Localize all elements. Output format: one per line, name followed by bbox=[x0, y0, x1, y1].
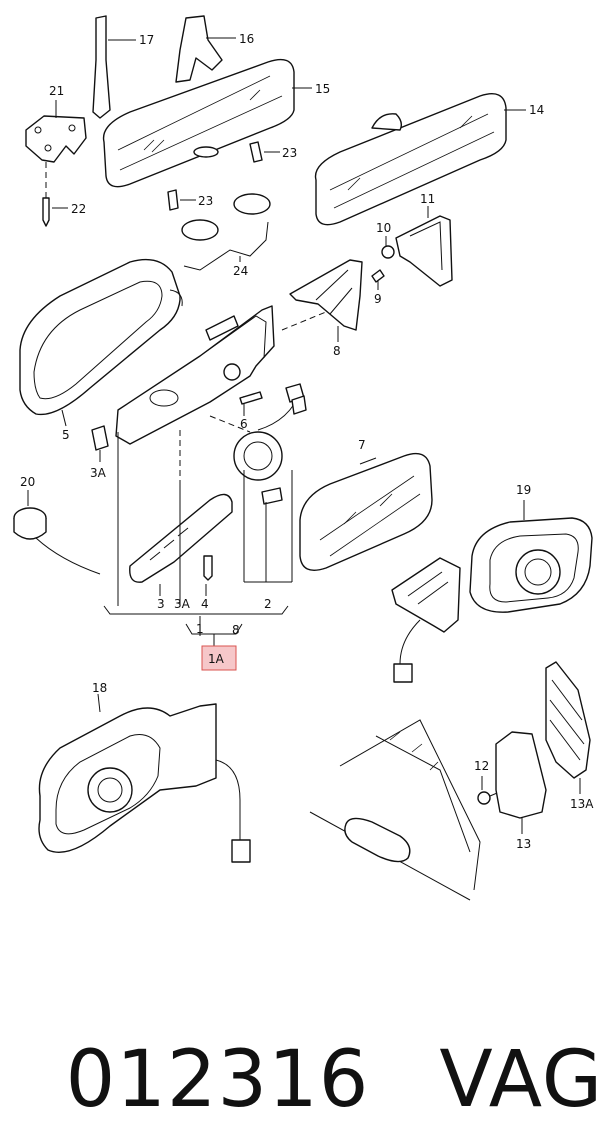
part-3-cover-cap bbox=[129, 493, 233, 583]
part-8-bracket bbox=[289, 259, 363, 342]
callout-18: 18 bbox=[92, 681, 107, 695]
callout-8-upper: 8 bbox=[333, 344, 341, 358]
part-16-cover bbox=[175, 15, 236, 83]
part-24-caps bbox=[181, 193, 271, 271]
part-6-screw bbox=[239, 391, 263, 405]
part-23-bulb-b bbox=[167, 189, 196, 211]
brand-name: VAG bbox=[439, 1035, 600, 1125]
mirror-base-frame bbox=[115, 297, 361, 480]
part-20-motor bbox=[13, 490, 101, 575]
exploded-parts-diagram: 17 16 15 14 21 23 23 22 11 10 24 9 8 6 5… bbox=[13, 15, 594, 901]
callout-12: 12 bbox=[474, 759, 489, 773]
part-13-cover bbox=[495, 731, 547, 834]
callout-19: 19 bbox=[516, 483, 531, 497]
part-7-mirror-glass bbox=[299, 452, 433, 571]
callout-23-a: 23 bbox=[282, 146, 297, 160]
callout-10: 10 bbox=[376, 221, 391, 235]
part-11-cover bbox=[395, 206, 453, 287]
part-3A-clip bbox=[91, 425, 109, 462]
callout-9: 9 bbox=[374, 292, 382, 306]
callout-24: 24 bbox=[233, 264, 248, 278]
part-13A-cover bbox=[545, 661, 591, 794]
part-number-footer: 012316 VAG bbox=[14, 945, 600, 1125]
callout-8-lower: 8 bbox=[232, 623, 240, 637]
part-22-screw bbox=[42, 197, 68, 227]
callout-16: 16 bbox=[239, 32, 254, 46]
callout-4: 4 bbox=[201, 597, 209, 611]
callout-20: 20 bbox=[20, 475, 35, 489]
part-19-mirror-assembly bbox=[391, 500, 593, 683]
part-15-rearview-mirror bbox=[102, 58, 312, 188]
callout-2: 2 bbox=[264, 597, 272, 611]
callout-13: 13 bbox=[516, 837, 531, 851]
callout-5: 5 bbox=[62, 428, 70, 442]
callout-1A: 1A bbox=[208, 652, 225, 666]
callout-21: 21 bbox=[49, 84, 64, 98]
part-5-mirror-housing bbox=[19, 258, 183, 427]
callout-6: 6 bbox=[240, 417, 248, 431]
part-9-screw bbox=[371, 269, 385, 290]
callout-1: 1 bbox=[196, 622, 204, 636]
callout-15: 15 bbox=[315, 82, 330, 96]
car-door-outline bbox=[309, 719, 481, 901]
part-10-nut bbox=[381, 236, 395, 259]
callout-7: 7 bbox=[358, 438, 366, 452]
callout-13A: 13A bbox=[570, 797, 594, 811]
callout-17: 17 bbox=[139, 33, 154, 47]
highlight-1A bbox=[201, 645, 237, 671]
callout-14: 14 bbox=[529, 103, 544, 117]
part-17-trim bbox=[92, 15, 136, 119]
callout-23-b: 23 bbox=[198, 194, 213, 208]
callout-3A-lower: 3A bbox=[174, 597, 191, 611]
part-18-mirror-with-housing bbox=[38, 693, 251, 863]
part-14-rearview-mirror bbox=[314, 93, 526, 226]
part-2-adjuster bbox=[233, 383, 307, 505]
callout-3: 3 bbox=[157, 597, 165, 611]
part-23-bulb-a bbox=[249, 141, 280, 163]
callout-11: 11 bbox=[420, 192, 435, 206]
part-number: 012316 bbox=[65, 1035, 370, 1125]
callout-3A-upper: 3A bbox=[90, 466, 107, 480]
part-4-screw bbox=[203, 555, 213, 581]
callout-22: 22 bbox=[71, 202, 86, 216]
part-21-bracket bbox=[25, 100, 87, 198]
assembly-bracket-lines bbox=[103, 432, 293, 646]
